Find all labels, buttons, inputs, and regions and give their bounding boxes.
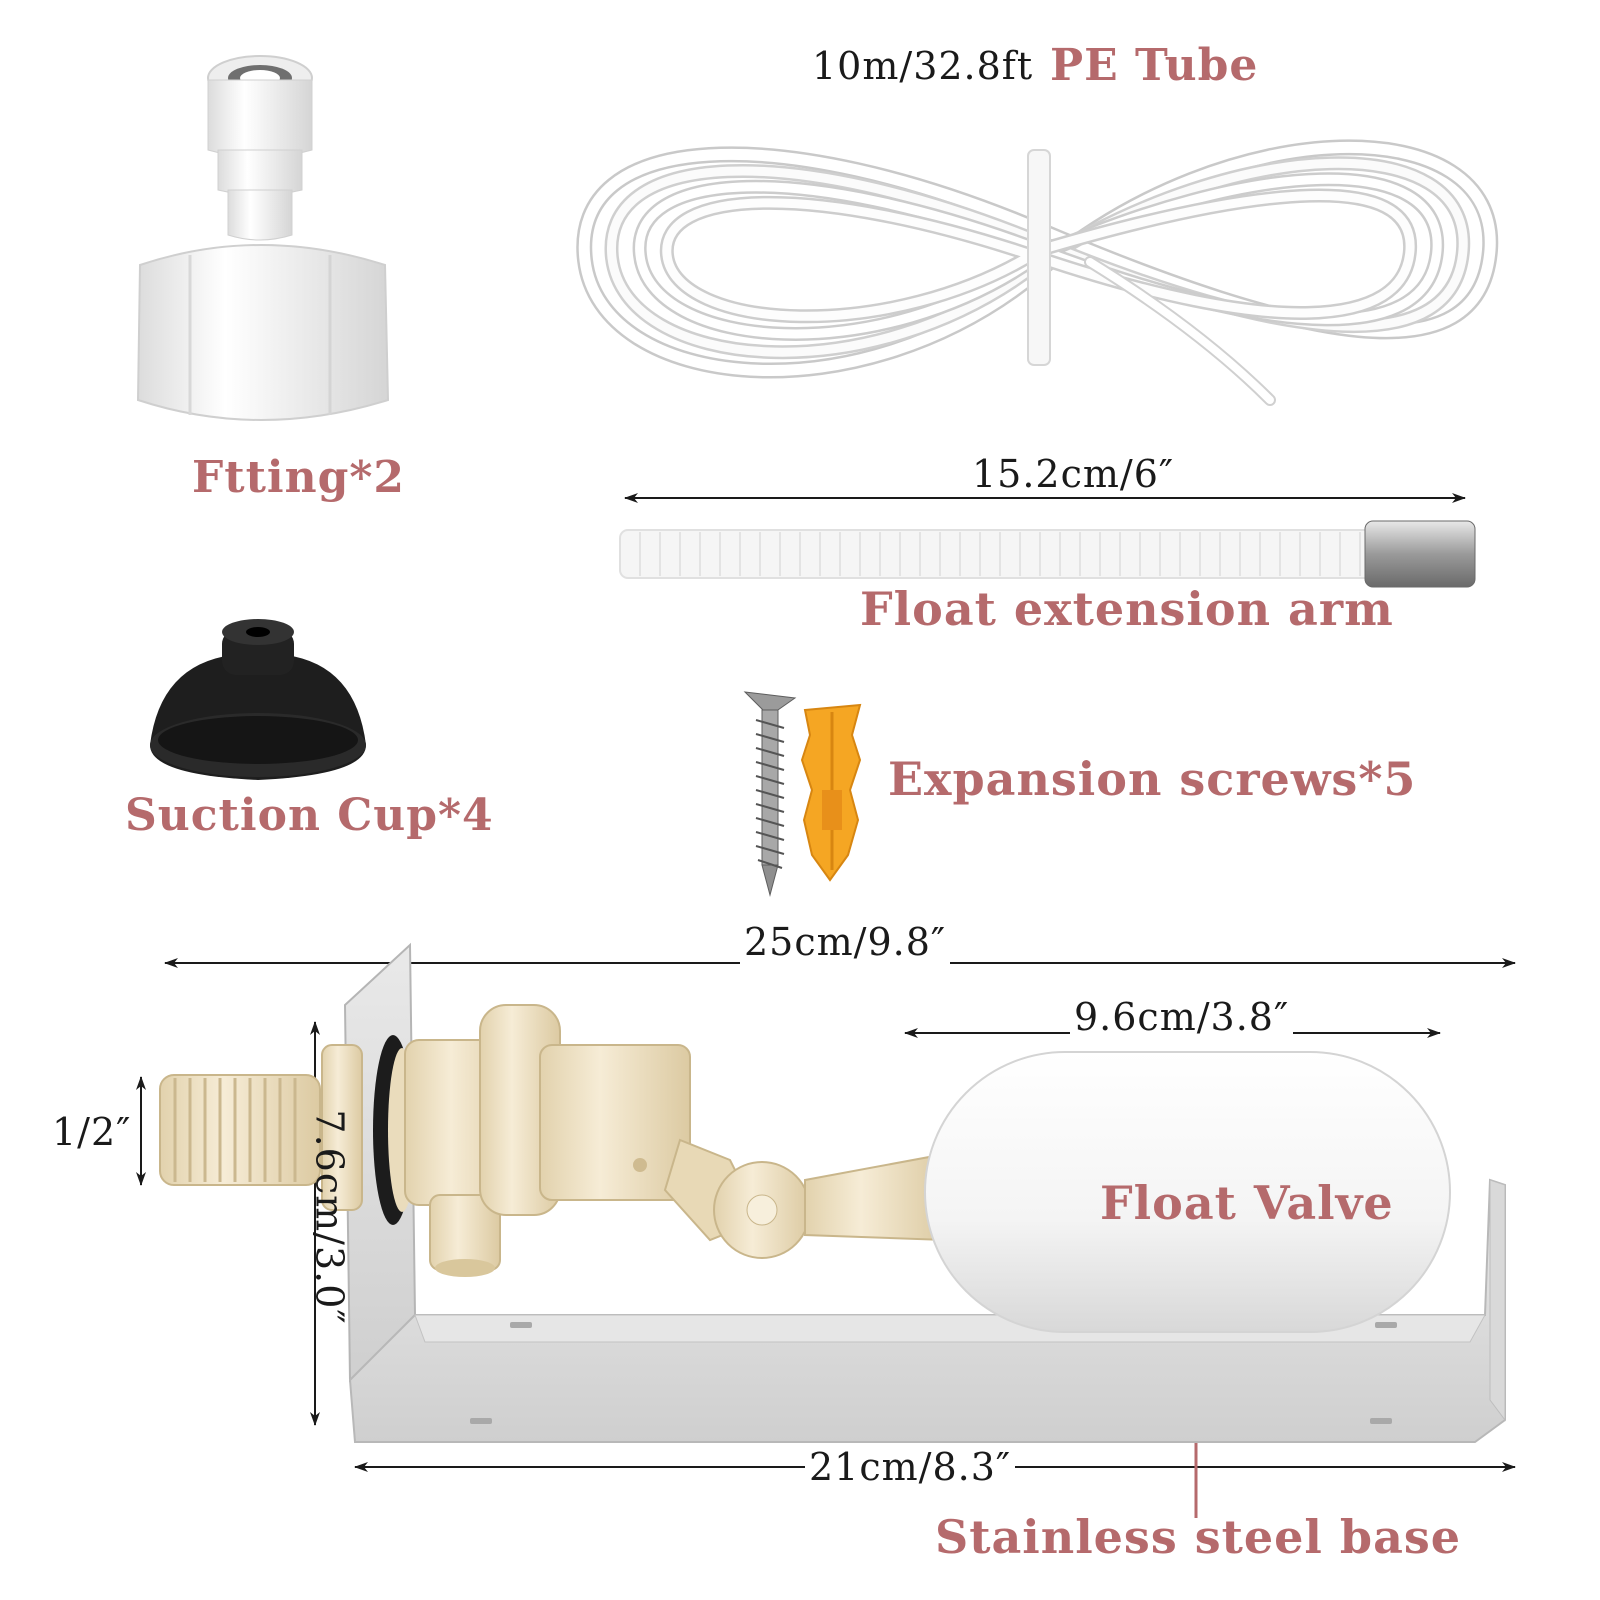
suction-cup — [150, 619, 366, 780]
base-length-label: 21cm/8.3″ — [805, 1445, 1016, 1489]
suction-cup-label: Suction Cup*4 — [125, 790, 494, 841]
anchor-part — [800, 703, 862, 882]
height-label: 7.6cm/3.0″ — [307, 1109, 352, 1325]
float-extension-arm — [619, 493, 1476, 588]
total-length-label: 25cm/9.8″ — [740, 920, 951, 964]
arm-length-label: 15.2cm/6″ — [972, 452, 1175, 496]
float-valve-assembly — [159, 942, 1506, 1443]
float-valve-label: Float Valve — [1100, 1176, 1394, 1230]
pe-tube-coil — [576, 139, 1499, 406]
fitting-label: Ftting*2 — [192, 452, 405, 503]
pe-tube-length-label: 10m/32.8ft — [812, 44, 1034, 88]
screw-part — [743, 691, 797, 897]
fitting-part — [136, 55, 390, 421]
pe-tube-label: PE Tube — [1050, 40, 1259, 91]
float-extension-arm-label: Float extension arm — [860, 582, 1394, 636]
expansion-screws-label: Expansion screws*5 — [888, 752, 1417, 806]
thread-size-label: 1/2″ — [52, 1110, 132, 1154]
stainless-steel-base-label: Stainless steel base — [935, 1510, 1462, 1564]
float-length-label: 9.6cm/3.8″ — [1070, 995, 1294, 1039]
